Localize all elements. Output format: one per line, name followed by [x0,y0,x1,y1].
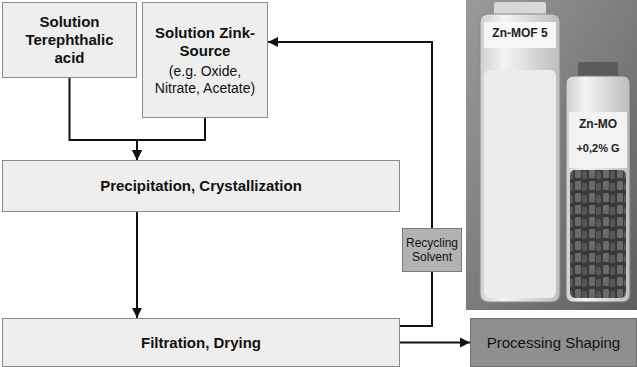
vial-label-text: +0,2% G [569,142,627,154]
flow-arrow [70,78,143,160]
powder [484,70,556,298]
connector-line [137,118,205,160]
flow-arrow [400,338,470,348]
flow-arrow [132,212,142,318]
input-box: Solution Terephthalic acid [2,2,137,78]
small-vial [566,76,630,302]
connector-line [136,212,138,318]
connector-line [70,78,138,160]
photo-ground [466,0,637,310]
arrowhead [132,150,142,160]
flow-arrow [132,118,205,160]
recycle-box: Recycling Solvent [402,228,462,272]
arrowhead [132,308,142,318]
arrowhead [132,150,142,160]
connector-line [400,272,432,326]
node-text: Filtration, Drying [141,334,261,352]
connector-line [400,342,470,344]
node-text: Recycling Solvent [406,236,458,265]
pellets [570,170,626,298]
large-vial [480,14,560,302]
process-box: Filtration, Drying [2,318,400,367]
node-text: Solution Terephthalic acid [9,13,130,67]
flow-arrow [400,272,432,326]
output-box: Processing Shaping [470,318,637,367]
node-text: Solution Zink-Source [149,24,261,60]
node-text: Precipitation, Crystallization [100,177,302,195]
node-text: Processing Shaping [487,334,620,352]
arrowhead [460,338,470,348]
arrowhead [268,37,278,47]
vial-label [569,112,627,168]
process-box: Precipitation, Crystallization [2,160,400,212]
vial-label-text: Zn-MO [569,118,627,131]
node-text: (e.g. Oxide, Nitrate, Acetate) [149,63,261,97]
input-box: Solution Zink-Source(e.g. Oxide, Nitrate… [142,2,268,118]
vial-label [484,22,556,48]
vial-label-text: Zn-MOF 5 [484,27,556,40]
